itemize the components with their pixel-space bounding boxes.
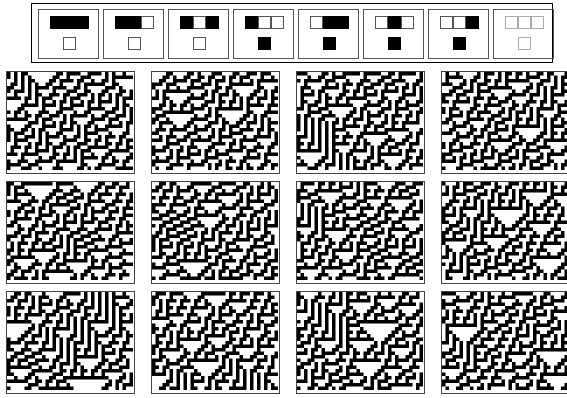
evolution-cells bbox=[297, 292, 423, 390]
evolution-pattern bbox=[152, 292, 279, 393]
rule-case-4 bbox=[233, 9, 294, 59]
evolution-cells bbox=[7, 182, 133, 280]
evolution-cells bbox=[152, 182, 278, 280]
rule-case-1-input-cell-2 bbox=[63, 16, 76, 29]
evolution-panel-2 bbox=[151, 71, 280, 174]
rule-icon bbox=[31, 3, 553, 63]
evolution-cells bbox=[7, 72, 133, 170]
evolution-panel-12 bbox=[441, 291, 567, 394]
rule-case-7-input-cell-3 bbox=[466, 16, 479, 29]
rule-case-6-input-cell-1 bbox=[375, 16, 388, 29]
evolution-panel-7 bbox=[296, 181, 425, 284]
rule-case-5-input-cell-1 bbox=[310, 16, 323, 29]
evolution-panel-5 bbox=[6, 181, 135, 284]
rule-case-4-input-cell-1 bbox=[245, 16, 258, 29]
rule-case-4-input-cell-3 bbox=[271, 16, 284, 29]
rule-case-4-output-cell bbox=[258, 37, 271, 50]
evolution-pattern bbox=[152, 182, 279, 283]
rule-case-7 bbox=[428, 9, 489, 59]
evolution-pattern bbox=[7, 292, 134, 393]
rule-case-6-output-cell bbox=[388, 37, 401, 50]
rule-case-2 bbox=[103, 9, 164, 59]
rule-case-7-input-cell-1 bbox=[440, 16, 453, 29]
evolution-pattern bbox=[442, 182, 567, 283]
evolution-cells bbox=[442, 292, 567, 390]
rule-case-1-input-cell-1 bbox=[50, 16, 63, 29]
evolution-cells bbox=[152, 292, 278, 390]
rule-case-5-output-cell bbox=[323, 37, 336, 50]
evolution-pattern bbox=[297, 292, 424, 393]
evolution-pattern bbox=[7, 182, 134, 283]
rule-case-5-input-cell-2 bbox=[323, 16, 336, 29]
rule-case-5-input-cell-3 bbox=[336, 16, 349, 29]
evolution-pattern bbox=[442, 72, 567, 173]
evolution-panel-11 bbox=[296, 291, 425, 394]
evolution-panel-6 bbox=[151, 181, 280, 284]
evolution-pattern bbox=[152, 72, 279, 173]
evolution-cells bbox=[7, 292, 133, 390]
evolution-panel-3 bbox=[296, 71, 425, 174]
rule-case-1 bbox=[38, 9, 99, 59]
rule-case-2-input-cell-2 bbox=[128, 16, 141, 29]
rule-case-8-output-cell bbox=[518, 37, 531, 50]
rule-case-7-input-cell-2 bbox=[453, 16, 466, 29]
rule-case-2-input-cell-1 bbox=[115, 16, 128, 29]
evolution-pattern bbox=[297, 72, 424, 173]
evolution-cells bbox=[297, 182, 423, 280]
evolution-cells bbox=[442, 182, 567, 280]
evolution-pattern bbox=[442, 292, 567, 393]
evolution-pattern bbox=[7, 72, 134, 173]
rule-case-7-output-cell bbox=[453, 37, 466, 50]
rule-case-8-input-cell-1 bbox=[505, 16, 518, 29]
rule-case-5 bbox=[298, 9, 359, 59]
rule-case-8-input-cell-2 bbox=[518, 16, 531, 29]
rule-case-3-input-cell-1 bbox=[180, 16, 193, 29]
rule-case-6 bbox=[363, 9, 424, 59]
evolution-panel-10 bbox=[151, 291, 280, 394]
evolution-panel-8 bbox=[441, 181, 567, 284]
rule-case-1-output-cell bbox=[63, 37, 76, 50]
rule-case-4-input-cell-2 bbox=[258, 16, 271, 29]
rule-case-2-output-cell bbox=[128, 37, 141, 50]
rule-case-8-input-cell-3 bbox=[531, 16, 544, 29]
rule-case-8 bbox=[493, 9, 554, 59]
evolution-pattern bbox=[297, 182, 424, 283]
rule-case-3-input-cell-3 bbox=[206, 16, 219, 29]
evolution-cells bbox=[152, 72, 278, 170]
rule-case-1-input-cell-3 bbox=[76, 16, 89, 29]
evolution-panel-1 bbox=[6, 71, 135, 174]
rule-case-2-input-cell-3 bbox=[141, 16, 154, 29]
rule-case-3-output-cell bbox=[193, 37, 206, 50]
evolution-panel-4 bbox=[441, 71, 567, 174]
rule-case-3 bbox=[168, 9, 229, 59]
evolution-cells bbox=[442, 72, 567, 170]
rule-case-3-input-cell-2 bbox=[193, 16, 206, 29]
rule-case-6-input-cell-3 bbox=[401, 16, 414, 29]
evolution-cells bbox=[297, 72, 423, 170]
rule-case-6-input-cell-2 bbox=[388, 16, 401, 29]
evolution-panel-9 bbox=[6, 291, 135, 394]
